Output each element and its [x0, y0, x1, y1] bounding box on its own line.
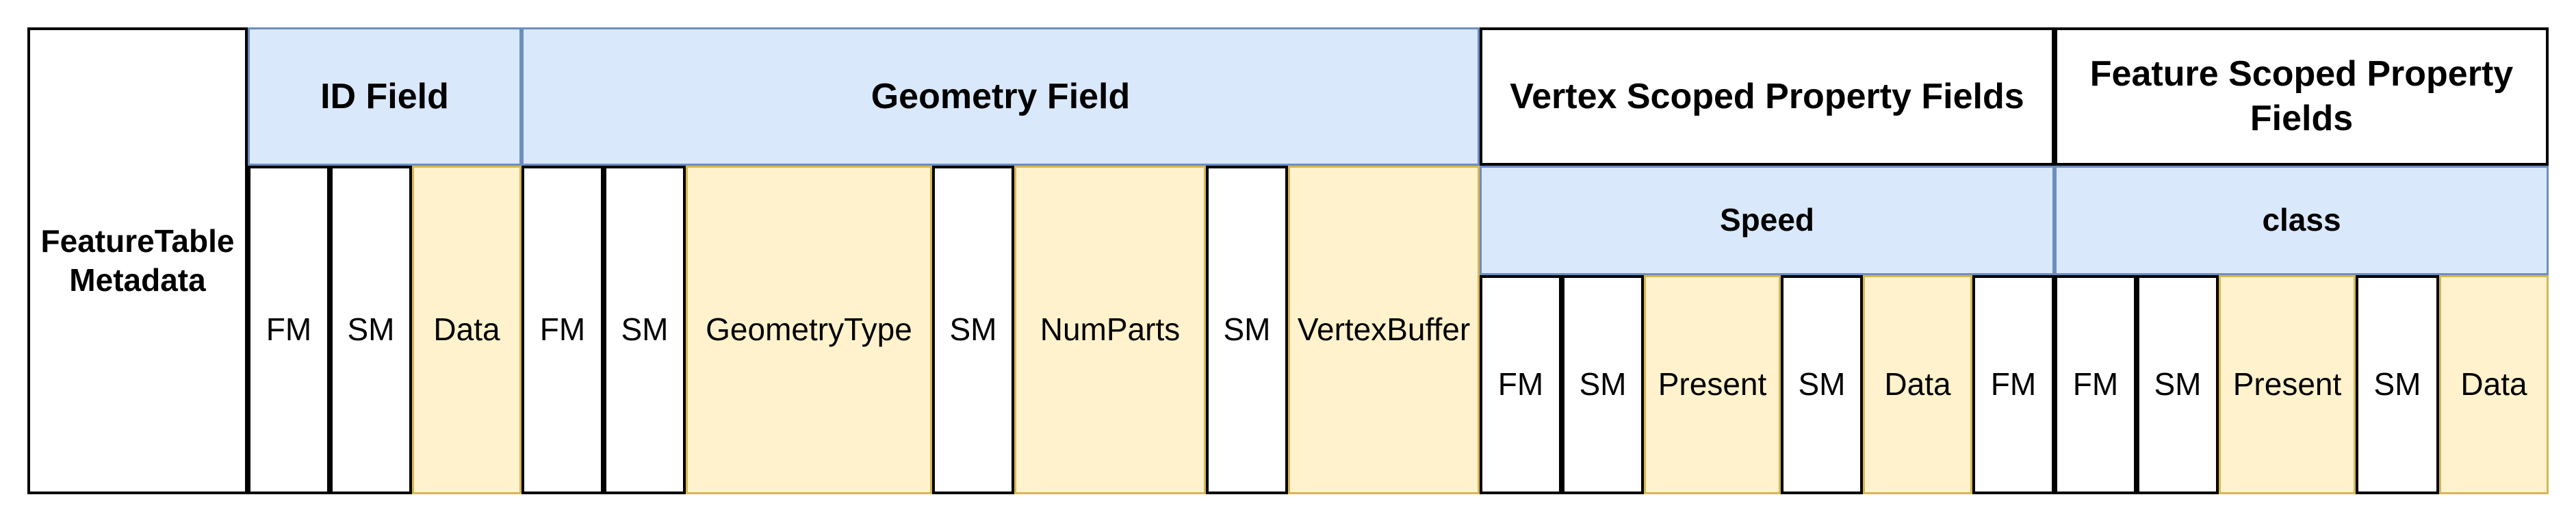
num-parts-cell: NumParts [1014, 166, 1206, 494]
id-field-data-cell: Data [412, 166, 521, 494]
feature-table-metadata-cell: FeatureTable Metadata [27, 27, 248, 494]
class-data-sm-cell: SM [2356, 275, 2439, 494]
num-parts-sm-cell: SM [1206, 166, 1288, 494]
speed-data-cell: Data [1863, 275, 1972, 494]
class-present-cell: Present [2219, 275, 2356, 494]
speed-fm-cell: FM [1480, 275, 1562, 494]
class-data-cell: Data [2439, 275, 2549, 494]
vertex-scoped-fm-cell: FM [1972, 275, 2055, 494]
id-field-header: ID Field [248, 27, 521, 166]
geometry-field-header: Geometry Field [521, 27, 1480, 166]
geometry-type-sm-cell: SM [932, 166, 1014, 494]
class-property-header: class [2055, 166, 2549, 275]
feature-scoped-property-fields-header: Feature Scoped Property Fields [2055, 27, 2549, 166]
geometry-type-cell: GeometryType [686, 166, 932, 494]
vertex-buffer-cell: VertexBuffer [1288, 166, 1480, 494]
id-field-fm-cell: FM [248, 166, 330, 494]
geometry-sm-cell: SM [604, 166, 686, 494]
vertex-scoped-property-fields-header: Vertex Scoped Property Fields [1480, 27, 2055, 166]
speed-present-cell: Present [1644, 275, 1781, 494]
class-fm-cell: FM [2055, 275, 2137, 494]
speed-data-sm-cell: SM [1781, 275, 1863, 494]
class-sm-cell: SM [2137, 275, 2219, 494]
id-field-sm-cell: SM [330, 166, 412, 494]
speed-sm-cell: SM [1562, 275, 1644, 494]
geometry-fm-cell: FM [521, 166, 604, 494]
speed-property-header: Speed [1480, 166, 2055, 275]
